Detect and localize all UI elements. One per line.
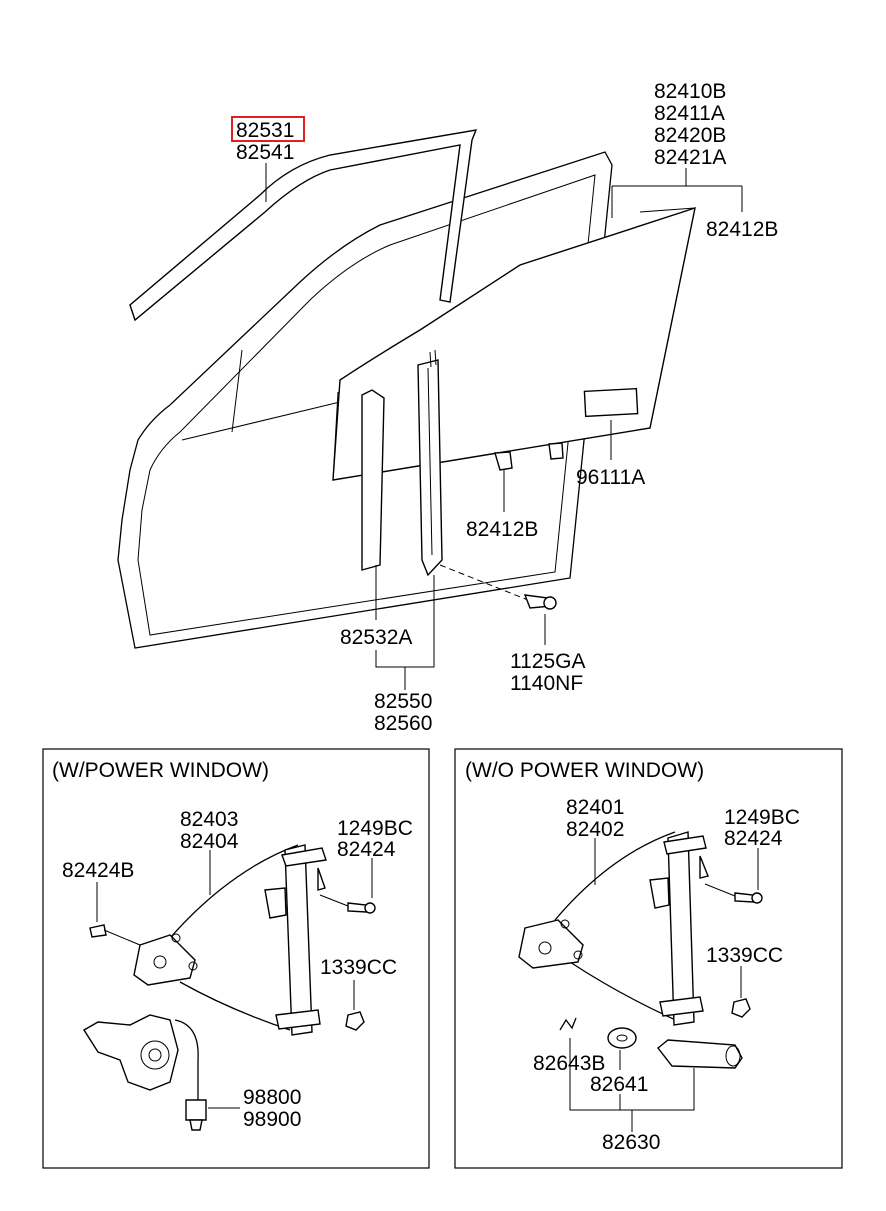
label-1339CC-power: 1339CC [320, 956, 397, 979]
glass-clip-rear [548, 442, 564, 460]
window-crank-handle [657, 1039, 743, 1069]
label-82404: 82404 [180, 830, 239, 853]
glass-label-plate [583, 387, 639, 418]
label-82402: 82402 [566, 818, 624, 841]
label-82421A: 82421A [654, 146, 726, 169]
door-assembly-drawing [117, 129, 696, 649]
manual-window-title: (W/O POWER WINDOW) [465, 759, 704, 782]
label-82410B: 82410B [654, 80, 726, 103]
label-82401: 82401 [566, 796, 624, 819]
label-82412B-top: 82412B [706, 218, 778, 241]
label-82532A: 82532A [340, 626, 412, 649]
label-1339CC-manual: 1339CC [706, 944, 783, 967]
washer-82641 [607, 1027, 637, 1049]
power-window-motor [83, 1014, 207, 1131]
glass-clip-front [494, 451, 513, 471]
label-82541: 82541 [236, 141, 294, 164]
label-82560: 82560 [374, 712, 432, 735]
label-98900: 98900 [243, 1108, 301, 1131]
label-1249BC-power: 1249BC [337, 817, 413, 840]
manual-window-frame [454, 748, 843, 1169]
power-regulator-drawing [133, 844, 327, 1036]
spring-clip-82643B [559, 1017, 577, 1031]
label-82412B-mid: 82412B [466, 518, 538, 541]
door-glass [332, 206, 696, 481]
label-98800: 98800 [243, 1086, 301, 1109]
power-window-title: (W/POWER WINDOW) [52, 759, 269, 782]
label-82630: 82630 [602, 1131, 660, 1154]
manual-regulator-drawing [518, 831, 709, 1026]
label-82424B: 82424B [62, 859, 134, 882]
label-82550: 82550 [374, 690, 432, 713]
label-82424-power: 82424 [337, 838, 396, 861]
label-1140NF: 1140NF [510, 672, 583, 695]
power-window-panel: (W/POWER WINDOW) [42, 748, 430, 1169]
manual-nut-1339CC [731, 998, 751, 1018]
label-1249BC-manual: 1249BC [724, 806, 800, 829]
door-frame-weatherstrip [129, 129, 478, 322]
label-82641: 82641 [590, 1073, 648, 1096]
label-82411A: 82411A [654, 102, 725, 125]
label-1125GA: 1125GA [510, 650, 586, 673]
power-window-frame [42, 748, 430, 1169]
label-82424-manual: 82424 [724, 827, 783, 850]
manual-screw-1249BC [734, 892, 754, 903]
label-82643B: 82643B [533, 1052, 605, 1075]
label-82420B: 82420B [654, 124, 726, 147]
power-nut-1339CC [345, 1011, 365, 1031]
rear-glass-channel [361, 389, 385, 571]
label-96111A: 96111A [576, 466, 645, 489]
manual-window-panel: (W/O POWER WINDOW) [454, 748, 843, 1169]
label-82403: 82403 [180, 808, 238, 831]
label-82531: 82531 [236, 119, 294, 142]
power-screw-1249BC [347, 902, 367, 913]
power-screw-82424B [89, 924, 107, 938]
top-leader-lines [265, 163, 743, 690]
highlight-box [231, 116, 305, 142]
